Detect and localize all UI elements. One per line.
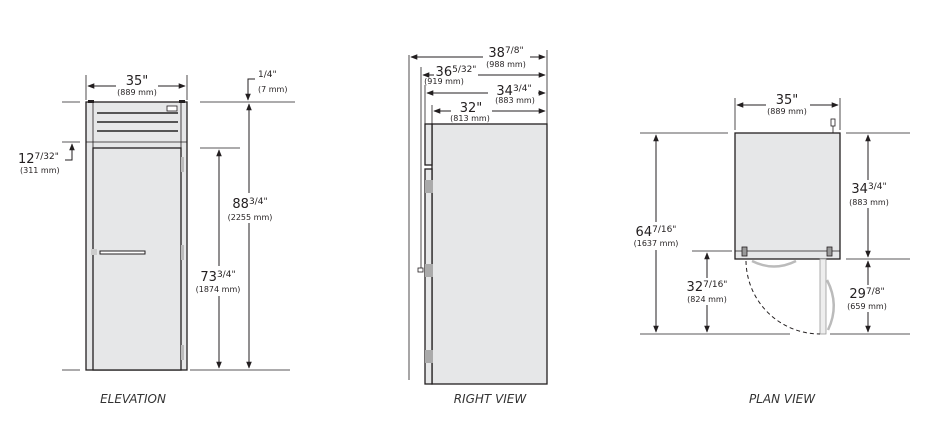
elevation-width-mm: (889 mm) <box>117 88 157 97</box>
depth-overall-mm: (988 mm) <box>486 60 526 69</box>
open-door <box>819 258 827 335</box>
door-clearance-mm: (659 mm) <box>847 302 887 311</box>
hinge <box>425 350 433 363</box>
elevation-width-label: 35" <box>126 74 149 89</box>
door-swing-arc <box>745 260 821 335</box>
depth-overall-label: 387/8" <box>488 46 523 61</box>
hinge <box>181 245 184 260</box>
grille-height-label: 127/32" <box>18 152 59 167</box>
right-view: 387/8" (988 mm) 365/32" (919 mm) 343/4" … <box>408 46 548 406</box>
plan-width-mm: (889 mm) <box>767 107 807 116</box>
elevation-caption: ELEVATION <box>100 392 166 406</box>
plan-view-caption: PLAN VIEW <box>749 392 816 406</box>
cabinet-depth-label: 343/4" <box>851 182 886 197</box>
control-panel-icon <box>166 105 178 112</box>
cabinet-top <box>734 132 841 260</box>
hinge <box>425 264 433 277</box>
depth-body-label: 32" <box>460 101 483 116</box>
depth-body-mm: (813 mm) <box>450 114 490 123</box>
total-depth-mm: (1637 mm) <box>634 239 679 248</box>
door-clearance-label: 297/8" <box>849 287 884 302</box>
depth-handle-mm: (919 mm) <box>424 77 464 86</box>
hinge <box>826 246 833 257</box>
right-view-caption: RIGHT VIEW <box>454 392 528 406</box>
total-height-label: 883/4" <box>232 197 267 212</box>
door-height-mm: (1874 mm) <box>196 285 241 294</box>
depth-door-label: 343/4" <box>496 84 531 99</box>
cabinet-depth-mm: (883 mm) <box>849 198 889 207</box>
elevation-view: 35" (889 mm) 1/4" (7 mm) 883/4" (2255 mm… <box>18 70 295 406</box>
hinge <box>741 246 748 257</box>
power-cord-icon <box>830 118 836 133</box>
depth-handle-label: 365/32" <box>436 65 477 80</box>
hinge <box>425 180 433 193</box>
door-handle <box>751 259 797 268</box>
grille-side <box>424 123 433 166</box>
vent-grille <box>88 100 185 132</box>
hinge <box>181 157 184 172</box>
depth-door-mm: (883 mm) <box>495 96 535 105</box>
top-offset-label: 1/4" <box>258 70 277 80</box>
door-swing-mm: (824 mm) <box>687 295 727 304</box>
door <box>92 147 182 371</box>
door-height-label: 733/4" <box>200 270 235 285</box>
hinge <box>181 345 184 360</box>
plan-view: 35" (889 mm) 647/16" (1637 mm) 327/16" (… <box>628 93 910 406</box>
grille-height-mm: (311 mm) <box>20 166 60 175</box>
door-handle <box>91 249 146 255</box>
plan-width-label: 35" <box>776 93 799 108</box>
door-swing-label: 327/16" <box>687 280 728 295</box>
total-height-mm: (2255 mm) <box>228 213 273 222</box>
top-offset-mm: (7 mm) <box>258 85 287 94</box>
total-depth-label: 647/16" <box>636 225 677 240</box>
cabinet-side <box>431 123 548 385</box>
